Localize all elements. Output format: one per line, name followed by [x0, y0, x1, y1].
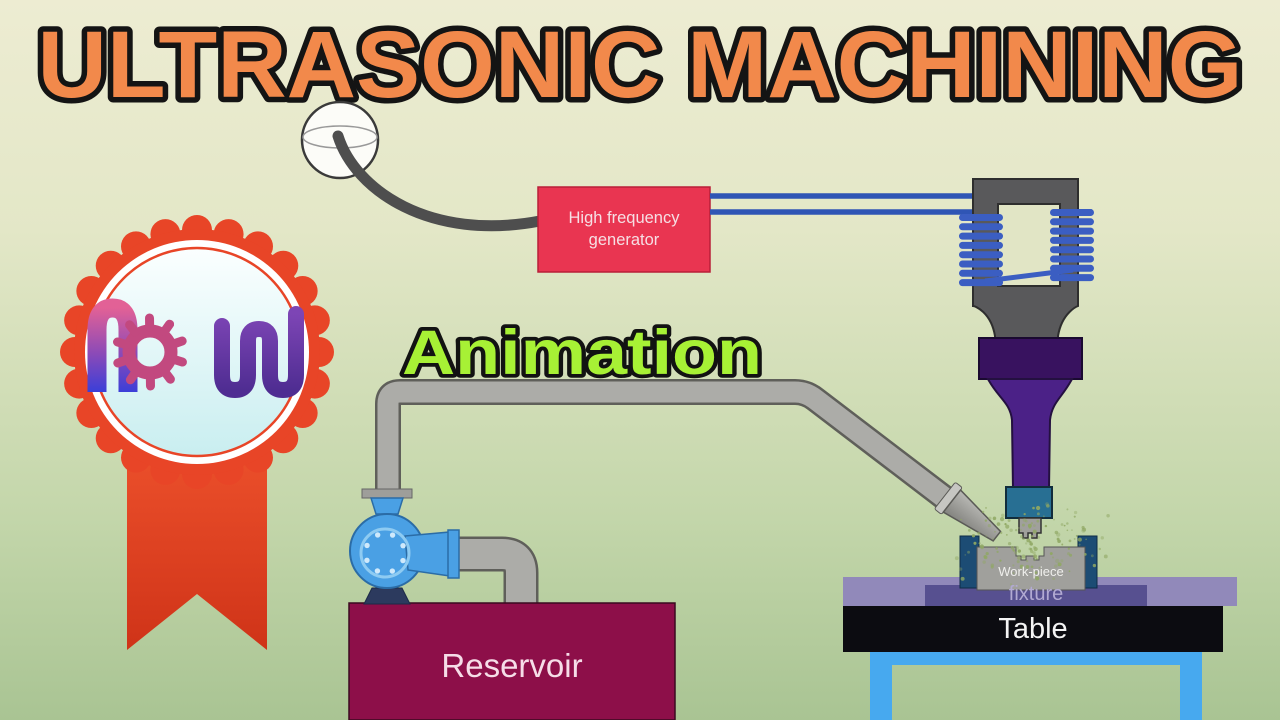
channel-badge: NTW — [60, 215, 334, 650]
coil-connector — [984, 267, 1074, 284]
logo-letters-tw — [154, 303, 305, 400]
abrasive-slurry-particles — [954, 502, 1110, 586]
horn — [986, 378, 1074, 490]
transducer — [959, 178, 1094, 341]
outlet-pipe-elbow — [456, 536, 539, 608]
generator-box — [537, 186, 711, 273]
slurry-pump — [349, 488, 460, 605]
channel-logo: NTW — [87, 298, 305, 400]
table-box — [843, 606, 1223, 652]
reservoir-box — [348, 602, 676, 720]
pump-base — [363, 587, 411, 605]
pump-outlet — [404, 531, 451, 577]
pump-bolts — [364, 532, 406, 574]
tool-holder — [1005, 486, 1053, 519]
badge-ribbon — [127, 462, 267, 650]
page-title: ULTRASONIC MACHINING — [38, 12, 1243, 118]
concentrator-block — [978, 337, 1083, 380]
workpiece — [976, 546, 1086, 591]
table-stand — [870, 652, 1202, 720]
slurry-pipe — [375, 379, 958, 513]
logo-gear-icon — [113, 313, 187, 391]
pump-flange-ring — [359, 527, 411, 579]
nozzle — [934, 482, 1002, 542]
subtitle-text: Animation — [402, 318, 762, 388]
pump-inlet-flange — [361, 488, 413, 499]
power-cord — [332, 130, 546, 232]
